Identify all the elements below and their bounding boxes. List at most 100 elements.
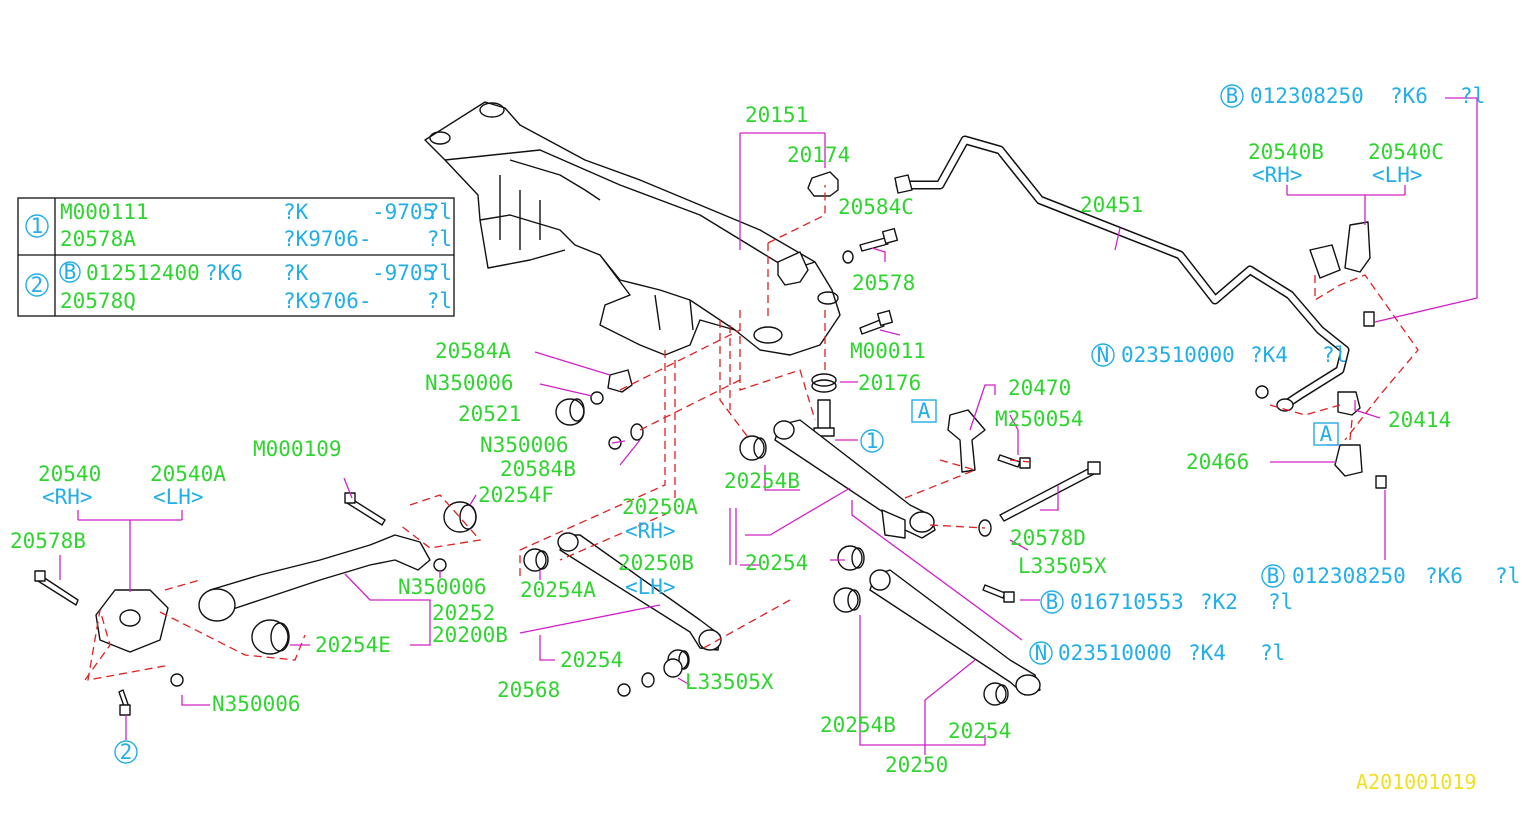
label-20254: 20254 (560, 648, 623, 672)
parts-table: 1 2 M000111 ?K -9705 ?l 20578A ?K9706- ?… (17, 197, 455, 317)
table-qty: ?l (427, 227, 452, 251)
label-20584C: 20584C (838, 195, 914, 219)
label-qty: ?l (1322, 343, 1347, 367)
table-marker-2: 2 (31, 273, 44, 297)
label-M000109: M000109 (253, 437, 342, 461)
label-20174: 20174 (787, 143, 850, 167)
marker-a-left: A (918, 399, 931, 423)
label-qty: ?l (1460, 84, 1485, 108)
label-20584A: 20584A (435, 339, 511, 363)
label-qty: ?l (1495, 564, 1520, 588)
label-20252: 20252 (432, 601, 495, 625)
image-id: A201001019 (1356, 770, 1476, 794)
label-023510000: 023510000 (1058, 641, 1172, 665)
label-20540C: 20540C (1368, 140, 1444, 164)
marker-b: B (1046, 590, 1059, 614)
label-20200B: 20200B (432, 623, 508, 647)
label-rh: <RH> (1252, 163, 1303, 187)
table-part: 012512400 (86, 261, 200, 285)
label-rh: <RH> (625, 519, 676, 543)
label-20466: 20466 (1186, 450, 1249, 474)
label-20568: 20568 (497, 678, 560, 702)
table-spec: ?K9706- (283, 289, 372, 313)
table-range: -9705 (372, 200, 435, 224)
label-M00011: M00011 (850, 339, 926, 363)
label-L33505X: L33505X (685, 670, 774, 694)
label-qty: ?l (1260, 641, 1285, 665)
label-M250054: M250054 (995, 407, 1084, 431)
label-012308250: 012308250 (1250, 84, 1364, 108)
label-N350006: N350006 (212, 692, 301, 716)
label-spec: ?K6 (1390, 84, 1428, 108)
label-20578B: 20578B (10, 529, 86, 553)
marker-n: N (1035, 641, 1048, 665)
label-N350006: N350006 (480, 433, 569, 457)
label-20254B: 20254B (820, 713, 896, 737)
label-qty: ?l (1268, 590, 1293, 614)
label-20584B: 20584B (500, 457, 576, 481)
label-012308250: 012308250 (1292, 564, 1406, 588)
small-fasteners (555, 369, 644, 450)
label-N350006: N350006 (425, 371, 514, 395)
bolts-upper (842, 227, 899, 335)
marker-b: B (1226, 84, 1239, 108)
label-20578D: 20578D (1010, 526, 1086, 550)
bolt-marker-b: B (64, 260, 77, 284)
marker-n: N (1097, 343, 1110, 367)
label-L33505X: L33505X (1018, 554, 1107, 578)
label-spec: ?K2 (1200, 590, 1238, 614)
label-lh: <LH> (1372, 163, 1423, 187)
table-qty: ?l (427, 200, 452, 224)
dashed-guides (84, 185, 1419, 681)
marker-2: 2 (120, 740, 133, 764)
label-lh: <LH> (625, 575, 676, 599)
label-20250A: 20250A (622, 495, 698, 519)
label-spec: ?K6 (1425, 564, 1463, 588)
label-20176: 20176 (858, 371, 921, 395)
table-range: -9705 (372, 261, 435, 285)
label-lh: <LH> (153, 485, 204, 509)
lateral-links (523, 419, 1041, 706)
marker-1: 1 (866, 429, 879, 453)
label-20250B: 20250B (618, 551, 694, 575)
table-part: 20578A (60, 227, 136, 251)
label-20254: 20254 (948, 719, 1011, 743)
table-part: M000111 (60, 200, 149, 224)
table-part: 20578Q (60, 289, 136, 313)
callout-markers: 1 2 A A B N B N B (114, 84, 1339, 764)
label-20254A: 20254A (520, 578, 596, 602)
label-20414: 20414 (1388, 408, 1451, 432)
label-spec: ?K4 (1188, 641, 1226, 665)
crossmember-drawing (424, 101, 841, 356)
table-qty: ?l (427, 261, 452, 285)
table-qty: ?l (427, 289, 452, 313)
part-labels: 20151 20174 20584C 20578 M00011 20176 20… (10, 84, 1520, 777)
label-20254: 20254 (745, 551, 808, 575)
label-20451: 20451 (1080, 193, 1143, 217)
label-20540A: 20540A (150, 462, 226, 486)
table-spec2: ?K (283, 261, 309, 285)
label-016710553: 016710553 (1070, 590, 1184, 614)
label-20254B: 20254B (724, 469, 800, 493)
label-20250: 20250 (885, 753, 948, 777)
trailing-link-assembly (34, 492, 477, 716)
table-spec: ?K9706- (283, 227, 372, 251)
stabilizer-bar (894, 135, 1387, 603)
table-spec: ?K6 (205, 261, 243, 285)
marker-a-right: A (1320, 422, 1333, 446)
label-20470: 20470 (1008, 376, 1071, 400)
label-20254F: 20254F (478, 483, 554, 507)
label-20521: 20521 (458, 402, 521, 426)
label-spec: ?K4 (1250, 343, 1288, 367)
marker-b: B (1267, 564, 1280, 588)
label-20254E: 20254E (315, 633, 391, 657)
label-20540: 20540 (38, 462, 101, 486)
table-spec: ?K (283, 200, 309, 224)
label-20578: 20578 (852, 271, 915, 295)
label-20540B: 20540B (1248, 140, 1324, 164)
mount-bushings (807, 171, 839, 437)
table-marker-1: 1 (31, 214, 44, 238)
label-20151: 20151 (745, 103, 808, 127)
